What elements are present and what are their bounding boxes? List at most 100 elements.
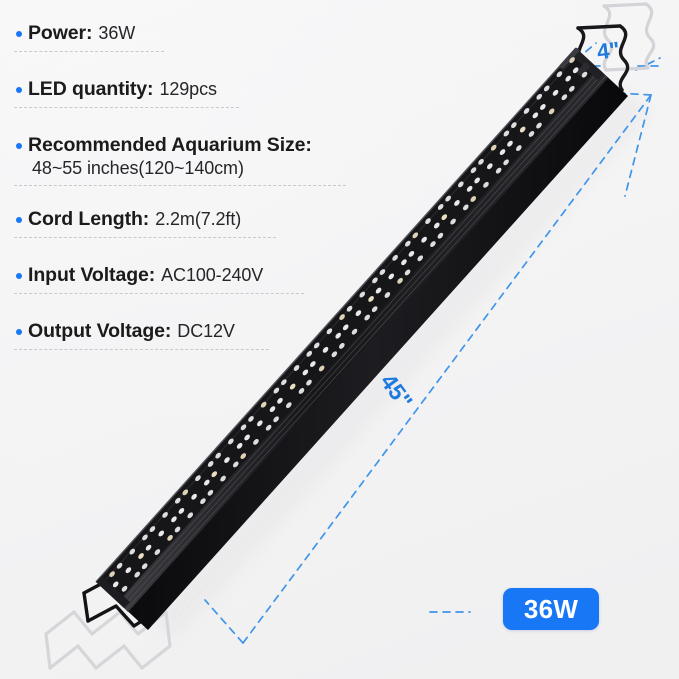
led-dot bbox=[116, 562, 123, 569]
bullet-icon bbox=[16, 143, 22, 149]
bar-end-cap-bottom bbox=[96, 576, 130, 608]
led-dot bbox=[450, 218, 456, 225]
led-dot bbox=[286, 402, 292, 409]
spec-value: 36W bbox=[98, 23, 136, 43]
led-dot bbox=[355, 310, 362, 317]
spec-divider bbox=[14, 51, 164, 52]
led-dot bbox=[335, 332, 342, 339]
led-dot bbox=[368, 296, 374, 302]
led-dot bbox=[232, 461, 239, 468]
led-dot bbox=[141, 563, 148, 570]
led-dot bbox=[187, 512, 194, 519]
led-dot bbox=[507, 140, 513, 147]
led-dot bbox=[495, 167, 502, 174]
led-dot bbox=[342, 324, 349, 331]
led-dot bbox=[405, 240, 411, 247]
ribbed-edge bbox=[119, 69, 607, 611]
led-dot bbox=[569, 85, 575, 92]
spec-label: LED quantity: bbox=[28, 78, 154, 100]
spec-value: AC100-240V bbox=[161, 265, 264, 285]
led-dot bbox=[248, 415, 254, 422]
led-dot bbox=[454, 200, 460, 206]
led-dot bbox=[178, 508, 185, 514]
led-dot bbox=[392, 254, 398, 261]
led-dot bbox=[412, 232, 419, 239]
led-dot bbox=[174, 526, 181, 533]
led-dot bbox=[339, 342, 345, 349]
led-dot bbox=[228, 438, 234, 445]
led-dot bbox=[125, 567, 132, 574]
bullet-icon bbox=[16, 87, 22, 93]
led-dot bbox=[112, 581, 119, 588]
spec-label: Power: bbox=[28, 22, 93, 44]
led-dot bbox=[470, 167, 477, 174]
led-dot bbox=[240, 453, 247, 459]
led-dot bbox=[425, 218, 431, 225]
led-dot bbox=[430, 241, 436, 248]
led-dot bbox=[244, 434, 250, 441]
led-dot bbox=[240, 424, 247, 431]
led-dot bbox=[379, 269, 386, 275]
spec-item-power: Power: 36W bbox=[14, 22, 384, 52]
led-array bbox=[109, 57, 588, 592]
led-dot bbox=[339, 314, 345, 321]
led-dot bbox=[154, 549, 161, 555]
bullet-icon bbox=[16, 217, 22, 223]
bullet-icon bbox=[16, 329, 22, 335]
led-dot bbox=[372, 277, 378, 284]
led-dot bbox=[200, 498, 206, 505]
led-dot bbox=[462, 204, 469, 211]
width-dimension-label: 4" bbox=[595, 36, 622, 65]
led-dot bbox=[421, 236, 427, 243]
led-dot bbox=[433, 222, 440, 229]
spec-value: 2.2m(7.2ft) bbox=[155, 209, 242, 229]
led-dot bbox=[401, 259, 407, 266]
led-dot bbox=[220, 475, 226, 482]
led-dot bbox=[318, 365, 325, 372]
led-dot bbox=[109, 571, 115, 578]
led-dot bbox=[371, 306, 378, 313]
depth-guide-right bbox=[624, 94, 652, 197]
led-dot bbox=[289, 383, 296, 390]
led-dot bbox=[207, 461, 214, 467]
spec-divider bbox=[14, 349, 269, 350]
led-dot bbox=[253, 438, 259, 445]
led-dot bbox=[515, 145, 522, 152]
led-dot bbox=[364, 314, 371, 321]
led-dot bbox=[257, 420, 263, 427]
led-dot bbox=[474, 177, 480, 184]
led-dot bbox=[273, 416, 279, 423]
led-dot bbox=[490, 144, 497, 151]
spec-value: 129pcs bbox=[159, 79, 217, 99]
led-dot bbox=[445, 195, 451, 202]
led-dot bbox=[203, 479, 210, 486]
led-dot bbox=[397, 277, 403, 284]
led-dot bbox=[167, 534, 173, 541]
led-dot bbox=[129, 548, 136, 555]
led-dot bbox=[388, 273, 395, 280]
led-dot bbox=[466, 185, 473, 192]
led-dot bbox=[572, 67, 579, 74]
led-dot bbox=[536, 93, 543, 100]
led-dot bbox=[543, 85, 550, 92]
led-dot bbox=[310, 361, 316, 367]
led-dot bbox=[121, 585, 128, 592]
led-dot bbox=[437, 232, 444, 239]
led-dot bbox=[478, 158, 484, 165]
led-dot bbox=[260, 401, 267, 408]
led-dot bbox=[437, 204, 444, 210]
led-dot bbox=[528, 130, 535, 137]
led-dot bbox=[331, 351, 338, 358]
led-dot bbox=[375, 287, 382, 294]
led-dot bbox=[359, 291, 366, 298]
led-dot bbox=[417, 255, 424, 262]
led-dot bbox=[313, 342, 320, 349]
led-dot bbox=[384, 292, 391, 298]
spec-label: Cord Length: bbox=[28, 208, 150, 230]
led-dot bbox=[236, 442, 243, 449]
led-dot bbox=[540, 104, 546, 110]
spec-item-output-voltage: Output Voltage: DC12V bbox=[14, 320, 384, 350]
spec-item-aquarium-size: Recommended Aquarium Size: 48~55 inches(… bbox=[14, 134, 384, 186]
